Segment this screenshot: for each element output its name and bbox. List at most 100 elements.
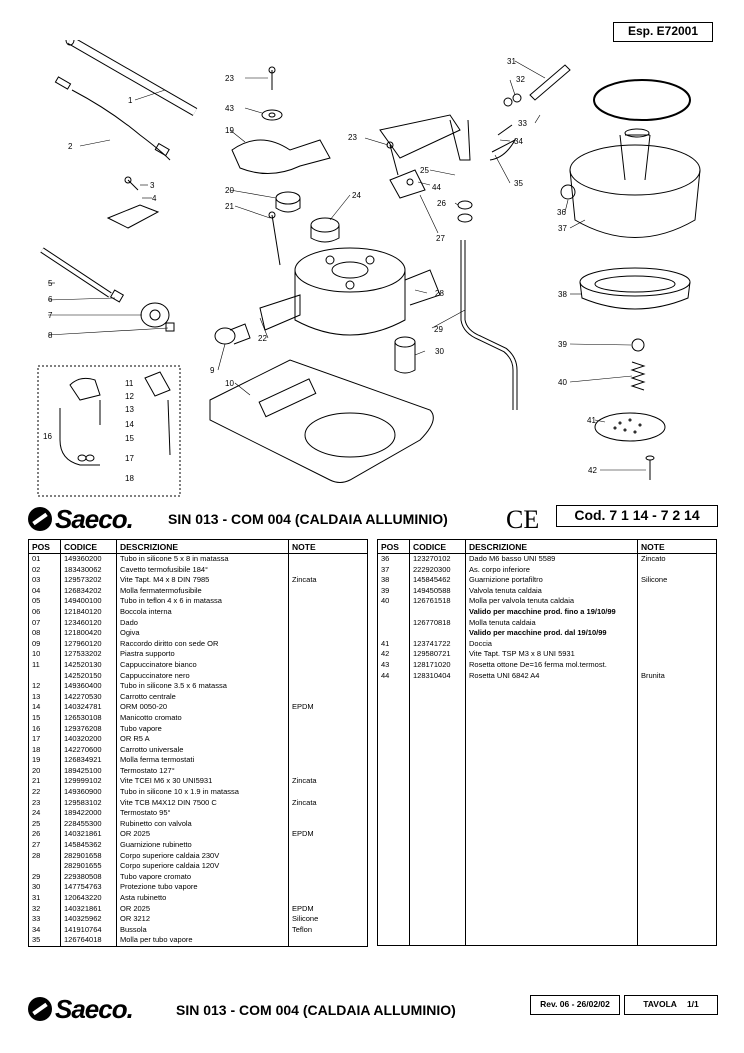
cell-pos: 38	[377, 575, 410, 586]
cell-note	[637, 659, 717, 671]
table-row	[377, 871, 717, 883]
part-steam-tube	[460, 240, 518, 410]
cell-descrizione	[465, 903, 638, 915]
cell-pos	[377, 691, 410, 703]
table-row	[377, 840, 717, 851]
label-36: 36	[557, 208, 566, 217]
table-row	[377, 787, 717, 798]
label-38: 38	[558, 290, 567, 299]
cell-codice: 126764018	[60, 935, 117, 947]
cell-descrizione: Molla fermatermofusibile	[116, 585, 289, 597]
cell-note	[637, 617, 717, 629]
cell-pos	[377, 765, 410, 777]
cell-codice: 126770818	[409, 617, 466, 629]
col-codice: CODICE	[60, 539, 117, 554]
cell-note	[288, 564, 368, 576]
label-16: 16	[43, 432, 52, 441]
cell-codice	[409, 808, 466, 819]
title-bar: Saeco. SIN 013 - COM 004 (CALDAIA ALLUMI…	[28, 504, 718, 535]
cell-codice	[409, 893, 466, 904]
cell-note	[288, 734, 368, 745]
cell-descrizione: Corpo superiore caldaia 230V	[116, 850, 289, 862]
label-43: 43	[225, 104, 234, 113]
cell-codice: 142270600	[60, 744, 117, 756]
cell-descrizione	[465, 744, 638, 756]
cell-descrizione	[465, 734, 638, 745]
footer-title: SIN 013 - COM 004 (CALDAIA ALLUMINIO)	[176, 1002, 456, 1018]
cell-descrizione	[465, 924, 638, 936]
cell-descrizione: Molla ferma termostati	[116, 755, 289, 766]
cell-note	[637, 935, 717, 947]
document-code: Esp. E72001	[613, 22, 713, 42]
label-40: 40	[558, 378, 567, 387]
table-row	[377, 861, 717, 872]
cell-note	[288, 606, 368, 618]
cell-codice: 128310404	[409, 670, 466, 682]
cell-codice: 126834921	[60, 755, 117, 766]
cell-descrizione	[465, 712, 638, 724]
cell-codice: 129583102	[60, 797, 117, 809]
cell-codice	[409, 681, 466, 692]
cell-pos: 26	[28, 829, 61, 841]
table-row	[377, 818, 717, 830]
cell-note: Silicone	[288, 914, 368, 925]
cell-codice: 129376208	[60, 723, 117, 735]
cell-pos	[377, 903, 410, 915]
label-12: 12	[125, 392, 134, 401]
cell-note	[637, 691, 717, 703]
cell-descrizione	[465, 840, 638, 851]
cell-descrizione: Valvola tenuta caldaia	[465, 585, 638, 597]
label-32: 32	[516, 75, 525, 84]
cell-codice: 149360900	[60, 787, 117, 798]
cell-note	[637, 850, 717, 862]
cell-note	[637, 871, 717, 883]
label-31: 31	[507, 57, 516, 66]
cell-codice	[409, 755, 466, 766]
cell-pos	[377, 808, 410, 819]
cell-codice: 282901655	[60, 861, 117, 872]
cell-note	[637, 755, 717, 766]
cell-pos: 30	[28, 882, 61, 893]
cell-pos: 10	[28, 649, 61, 660]
cell-codice: 229380508	[60, 871, 117, 883]
cell-note: EPDM	[288, 829, 368, 841]
cell-descrizione: Molla tenuta caldaia	[465, 617, 638, 629]
footer-bar: Saeco. SIN 013 - COM 004 (CALDAIA ALLUMI…	[28, 993, 718, 1024]
saeco-logo-mark-icon	[28, 997, 52, 1021]
part-screw-clip	[106, 176, 160, 229]
cell-codice: 121800420	[60, 628, 117, 639]
cell-note	[637, 924, 717, 936]
cell-codice	[409, 734, 466, 745]
cell-codice	[409, 903, 466, 915]
col-descrizione: DESCRIZIONE	[465, 539, 638, 554]
label-14: 14	[125, 420, 134, 429]
cell-pos: 14	[28, 702, 61, 713]
table-row	[377, 765, 717, 777]
label-28: 28	[435, 289, 444, 298]
cell-pos: 43	[377, 659, 410, 671]
cell-pos: 16	[28, 723, 61, 735]
cell-pos: 41	[377, 638, 410, 650]
table-row	[377, 734, 717, 745]
cell-note	[288, 840, 368, 851]
cell-codice: 189422000	[60, 808, 117, 819]
label-4: 4	[152, 194, 157, 203]
cell-pos	[377, 702, 410, 713]
cell-pos	[377, 787, 410, 798]
label-44: 44	[432, 183, 441, 192]
part-number-labels: 1 2 3 4 5 6 7 8 9 10 11 12 13 14 15 16 1…	[43, 57, 597, 483]
